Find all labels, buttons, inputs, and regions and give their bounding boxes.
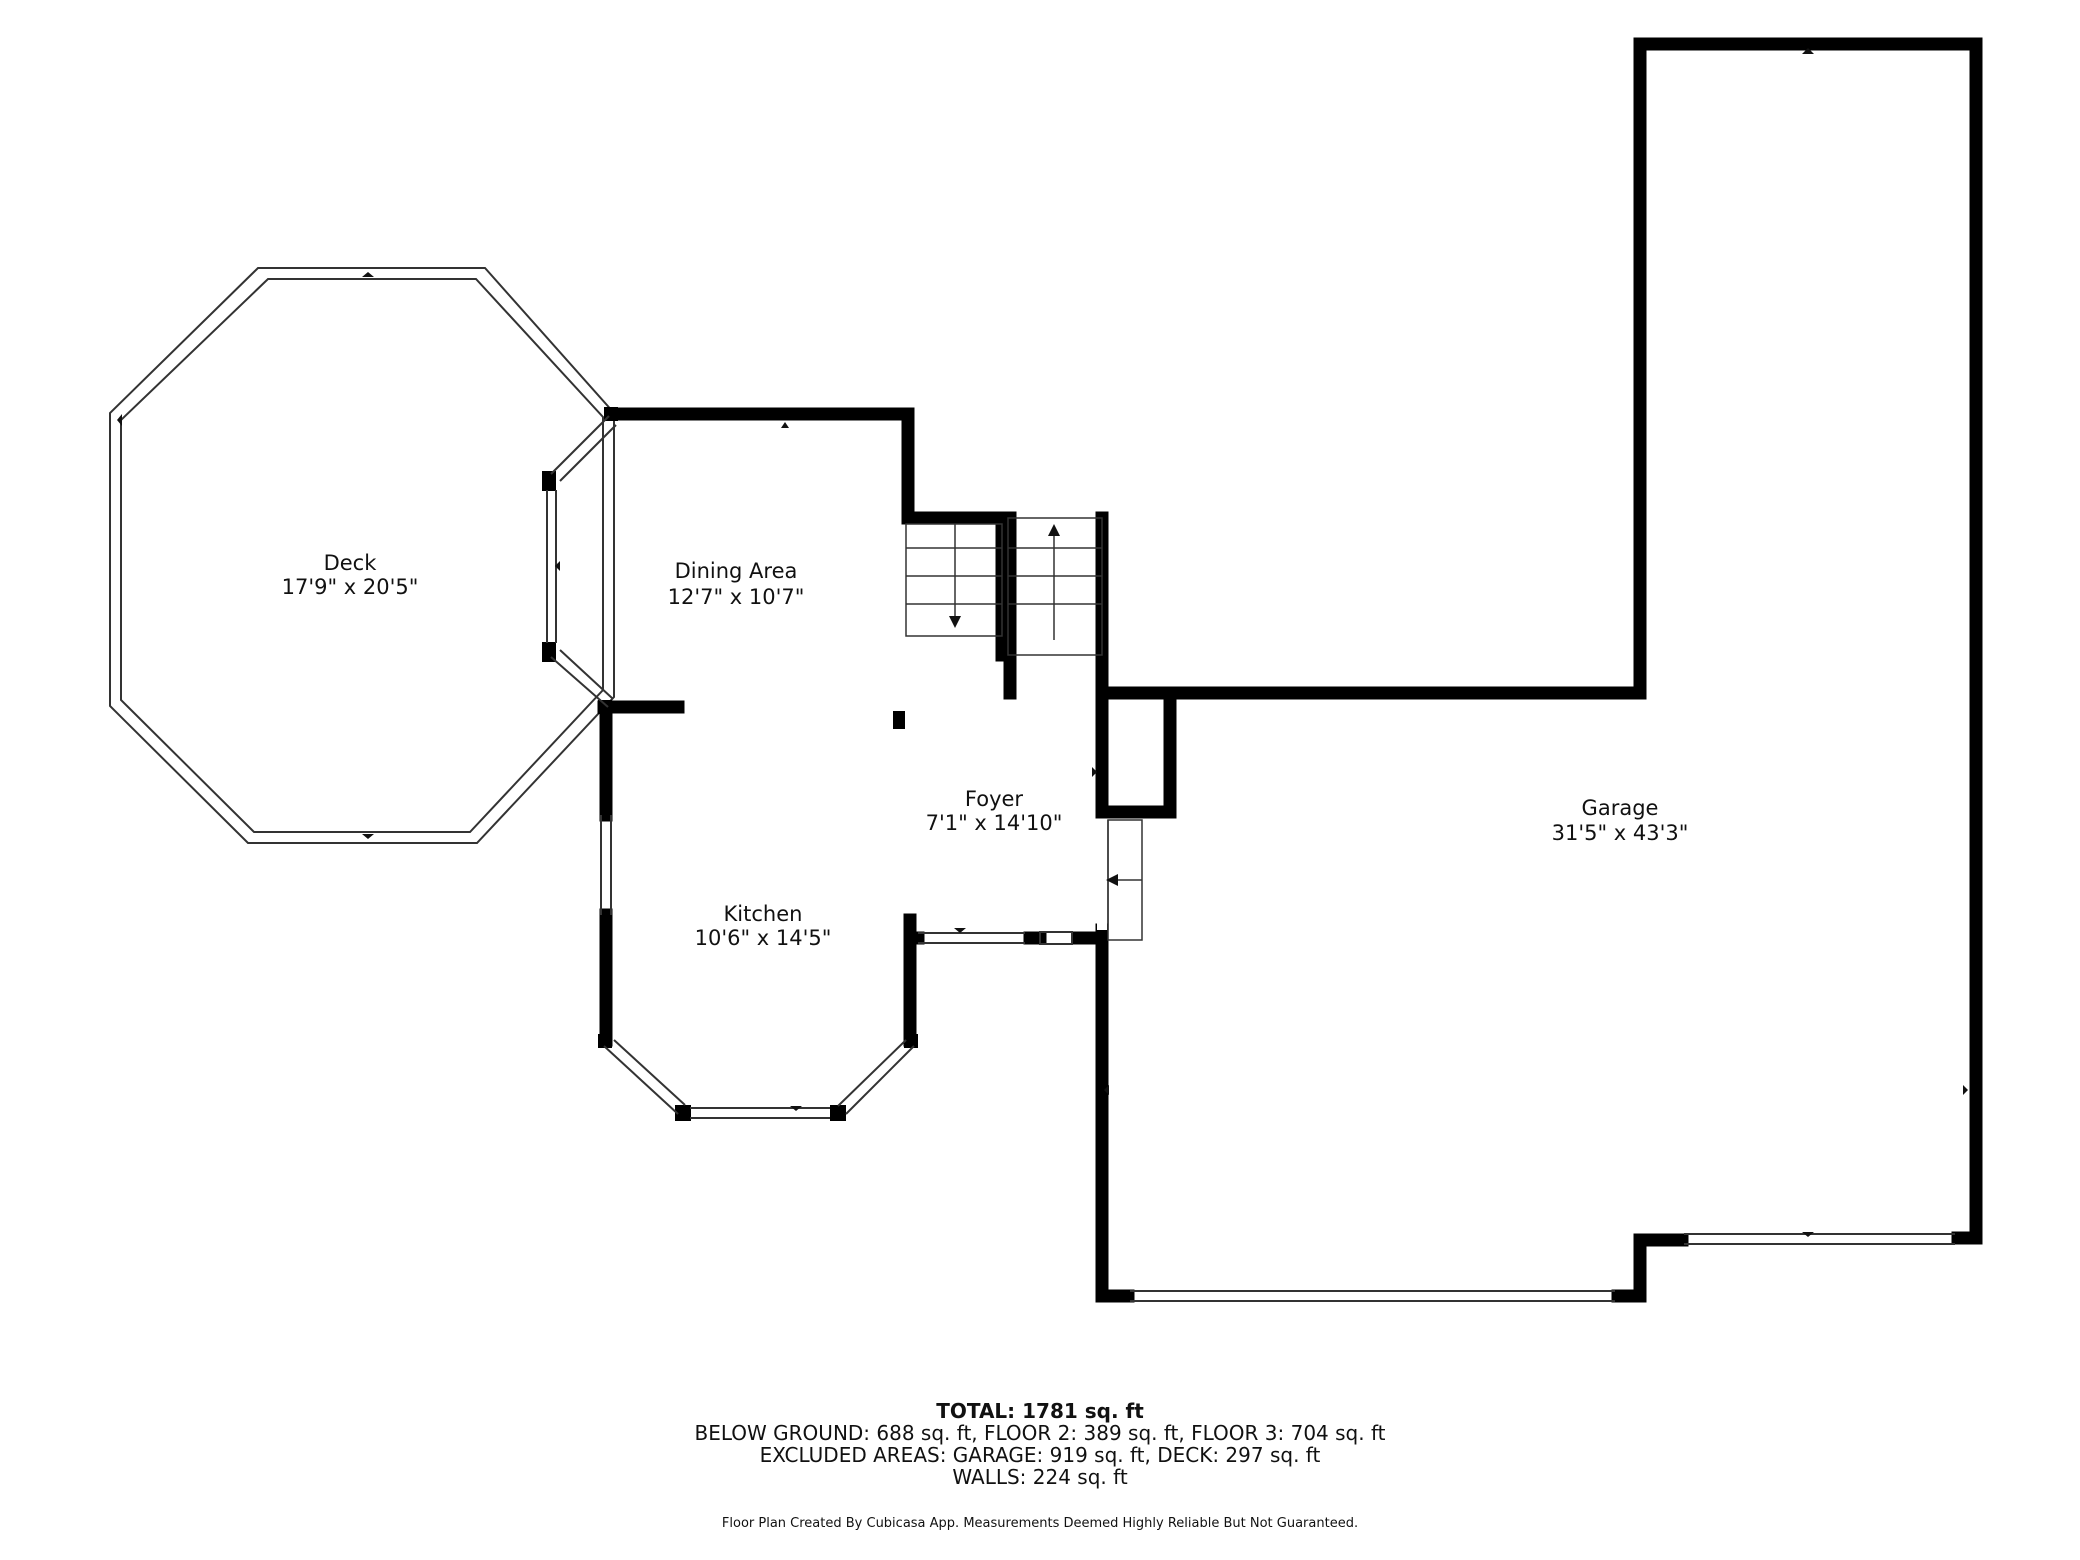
stairs-right: [1007, 517, 1103, 656]
measurement-ticks: [117, 48, 1968, 1237]
garage-dims: 31'5" x 43'3": [1552, 821, 1689, 845]
kitchen-dims: 10'6" x 14'5": [695, 926, 832, 950]
foyer-dims: 7'1" x 14'10": [926, 811, 1063, 835]
floor-areas: BELOW GROUND: 688 sq. ft, FLOOR 2: 389 s…: [694, 1421, 1386, 1445]
dining-name: Dining Area: [675, 559, 798, 583]
column-pillar: [893, 711, 905, 729]
deck-outline: [109, 267, 615, 844]
area-summary: TOTAL: 1781 sq. ft BELOW GROUND: 688 sq.…: [0, 1400, 2080, 1488]
kitchen-bay-windows: [603, 1039, 915, 1119]
deck-openings: [300, 269, 410, 842]
foyer-name: Foyer: [965, 787, 1024, 811]
kitchen-name: Kitchen: [724, 902, 803, 926]
excluded-areas: EXCLUDED AREAS: GARAGE: 919 sq. ft, DECK…: [759, 1443, 1321, 1467]
disclaimer-credit: Floor Plan Created By Cubicasa App. Meas…: [721, 1516, 1359, 1531]
foyer-bottom-window: [918, 931, 1073, 945]
garage-walls: [1095, 37, 1983, 1303]
dining-dims: 12'7" x 10'7": [668, 585, 805, 609]
stairs-left: [905, 523, 1003, 637]
deck-dims: 17'9" x 20'5": [282, 575, 419, 599]
garage-entry-door: [1097, 819, 1143, 941]
kitchen-corner-blocks: [542, 407, 918, 1121]
walls-area: WALLS: 224 sq. ft: [952, 1465, 1128, 1489]
deck-name: Deck: [324, 551, 378, 575]
house-walls: [597, 407, 1109, 1047]
deck-opening-edges: [300, 278, 410, 833]
dining-bay-windows: [546, 415, 617, 708]
kitchen-left-window: [600, 815, 612, 915]
garage-doors: [1130, 1233, 1955, 1302]
garage-name: Garage: [1582, 796, 1659, 820]
total-area: TOTAL: 1781 sq. ft: [936, 1399, 1144, 1423]
